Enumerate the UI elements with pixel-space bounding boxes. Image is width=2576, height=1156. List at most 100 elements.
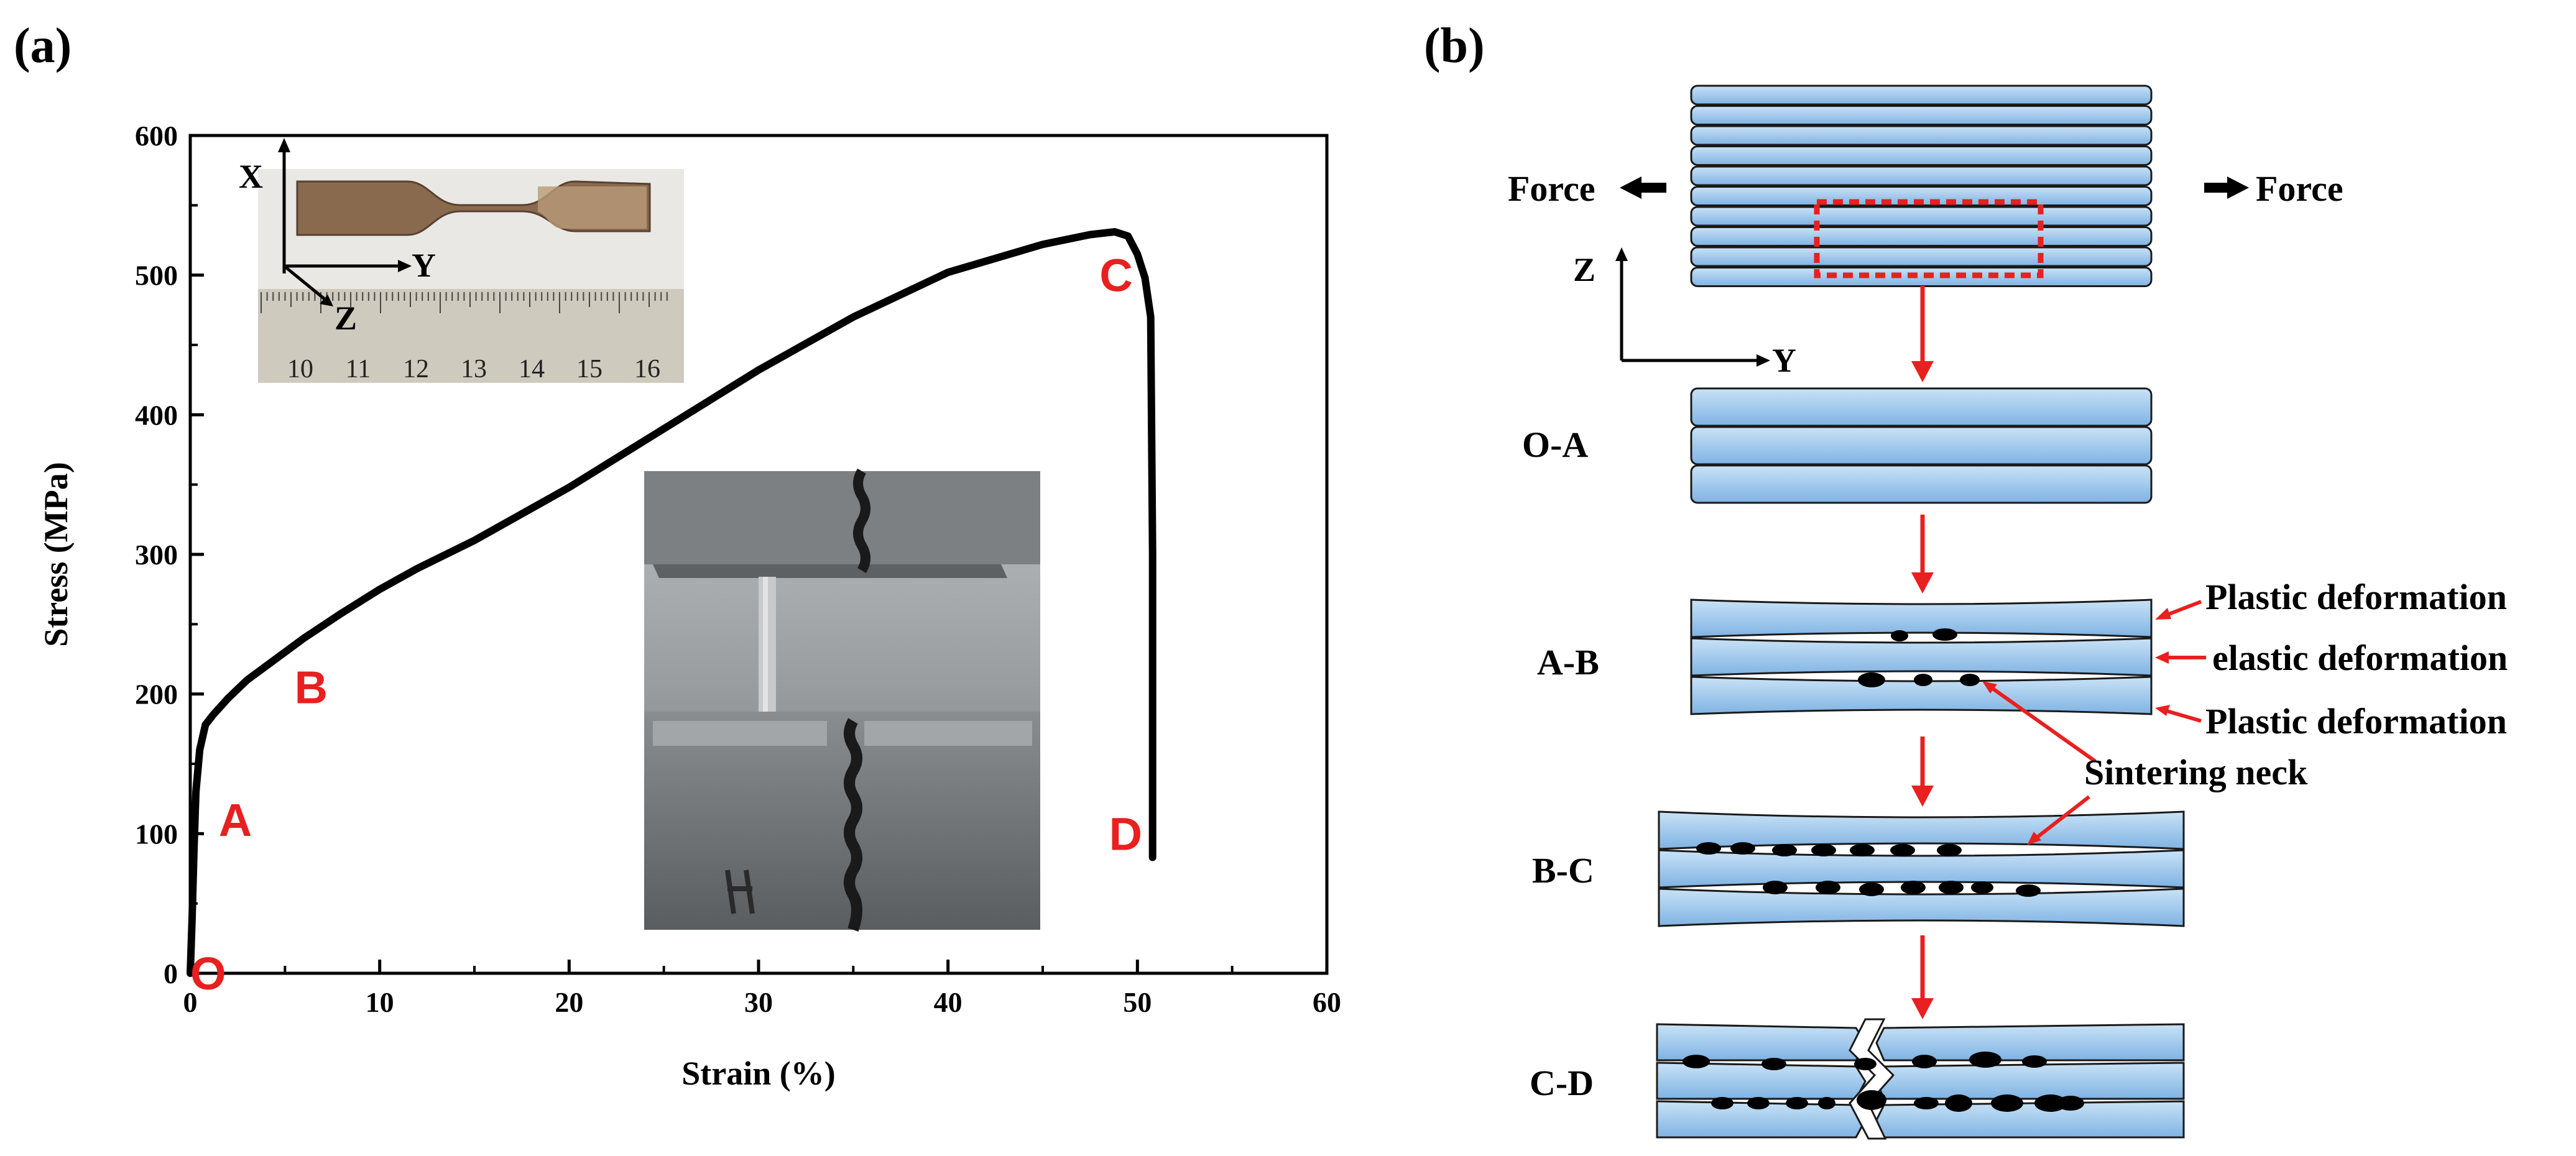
x-tick-label: 50 xyxy=(1123,986,1152,1018)
plate-layer xyxy=(1690,267,2153,287)
pore xyxy=(1945,1094,1972,1112)
plate-stack-o-a xyxy=(1690,387,2153,504)
pore xyxy=(2016,884,2041,897)
plate-stack-a-b xyxy=(1690,599,2153,715)
inset-z-axis-line xyxy=(283,265,330,303)
down-arrow-head xyxy=(1911,998,1934,1019)
plate-stack-initial xyxy=(1690,85,2153,287)
plate-layer xyxy=(1690,206,2153,227)
ruler-number: 16 xyxy=(634,355,660,383)
pore xyxy=(1901,881,1926,894)
stage-label-o-a: O-A xyxy=(1522,424,1588,465)
diagram-axis-z: Z xyxy=(1573,251,1595,288)
plate-layer xyxy=(1658,849,2185,889)
plate-layer xyxy=(1690,165,2153,186)
pore xyxy=(1696,842,1721,855)
pore xyxy=(1937,844,1962,856)
x-tick-label: 10 xyxy=(366,986,394,1018)
pore xyxy=(1683,1055,1710,1068)
plate-layer xyxy=(1690,426,2153,466)
point-label-d: D xyxy=(1109,808,1142,860)
pore xyxy=(1991,1094,2023,1112)
inset-axis-z: Z xyxy=(335,300,357,337)
pore xyxy=(2034,1094,2067,1112)
ruler-number: 13 xyxy=(461,355,487,383)
ruler-number: 15 xyxy=(576,355,602,383)
y-tick-label: 400 xyxy=(135,399,178,431)
ruler-number: 14 xyxy=(519,355,545,383)
pore xyxy=(2057,1096,2084,1111)
pore xyxy=(1786,1097,1808,1109)
y-tick-label: 200 xyxy=(135,679,178,710)
inset-axis-y: Y xyxy=(412,247,436,284)
y-tick-label: 100 xyxy=(135,818,178,850)
force-left-label: Force xyxy=(1508,168,1595,209)
down-arrow-head xyxy=(1911,786,1934,807)
y-tick-label: 300 xyxy=(135,539,178,571)
stage-label-a-b: A-B xyxy=(1537,642,1599,682)
plate-layer xyxy=(1690,85,2153,106)
point-label-b: B xyxy=(295,661,328,713)
pore xyxy=(1859,883,1884,896)
pore xyxy=(1816,881,1840,894)
deformation-diagram: Force Force Z Y O-A A-B B-C C-D Plastic … xyxy=(1508,85,2508,1140)
plate-layer xyxy=(1690,637,2153,677)
force-right-label: Force xyxy=(2256,168,2343,209)
plate-layer xyxy=(1690,387,2153,427)
axis-ticks xyxy=(188,134,1329,975)
tensile-test-photo-inset xyxy=(644,468,1040,932)
stress-strain-curve xyxy=(187,228,1156,977)
pore xyxy=(1914,674,1932,686)
annotation-sintering-neck: Sintering neck xyxy=(2084,752,2308,792)
region-highlight-box xyxy=(1814,199,2044,278)
plate-layer-left xyxy=(1656,1023,1867,1062)
annotation-elastic: elastic deformation xyxy=(2212,638,2508,678)
x-tick-label: 40 xyxy=(934,986,963,1018)
pore xyxy=(1854,1058,1877,1070)
y-tick-label: 600 xyxy=(135,120,178,152)
pore xyxy=(1932,628,1957,641)
pore xyxy=(1969,1052,2001,1068)
y-tick-label: 500 xyxy=(135,260,178,291)
plate-layer xyxy=(1690,599,2153,638)
pore xyxy=(1772,844,1797,856)
plate-layer xyxy=(1690,145,2153,166)
pore xyxy=(1711,1097,1733,1109)
pore xyxy=(1939,881,1964,894)
pore xyxy=(1850,844,1875,856)
y-axis-title: Stress (MPa) xyxy=(37,462,75,646)
ruler-ticks xyxy=(261,292,668,313)
pore xyxy=(1960,674,1980,686)
annotation-plastic-top: Plastic deformation xyxy=(2205,577,2507,617)
plate-layer xyxy=(1690,125,2153,146)
diagram-axis-y: Y xyxy=(1772,342,1796,379)
pore xyxy=(1747,1097,1770,1109)
point-label-a: A xyxy=(219,794,252,846)
pore xyxy=(1818,1097,1835,1109)
pore xyxy=(1811,844,1836,856)
pore xyxy=(1914,1097,1939,1109)
y-tick-label: 0 xyxy=(164,958,178,989)
x-tick-label: 30 xyxy=(744,986,773,1018)
inset-axis-x: X xyxy=(239,158,263,195)
plate-layer xyxy=(1658,888,2185,927)
plate-layer xyxy=(1658,810,2185,850)
panel-b-label: (b) xyxy=(1424,19,1485,73)
pore xyxy=(2022,1055,2047,1068)
pore xyxy=(1763,881,1788,894)
x-tick-label: 60 xyxy=(1313,986,1341,1018)
point-label-c: C xyxy=(1099,250,1132,301)
plate-stack-c-d xyxy=(1656,1018,2185,1140)
x-axis-title: Strain (%) xyxy=(681,1055,835,1092)
pore xyxy=(1890,844,1915,856)
pore xyxy=(1761,1058,1786,1070)
x-tick-label: 20 xyxy=(555,986,583,1018)
force-left-arrow xyxy=(1620,177,1666,199)
stage-label-c-d: C-D xyxy=(1530,1063,1594,1103)
pore xyxy=(1857,1090,1886,1110)
